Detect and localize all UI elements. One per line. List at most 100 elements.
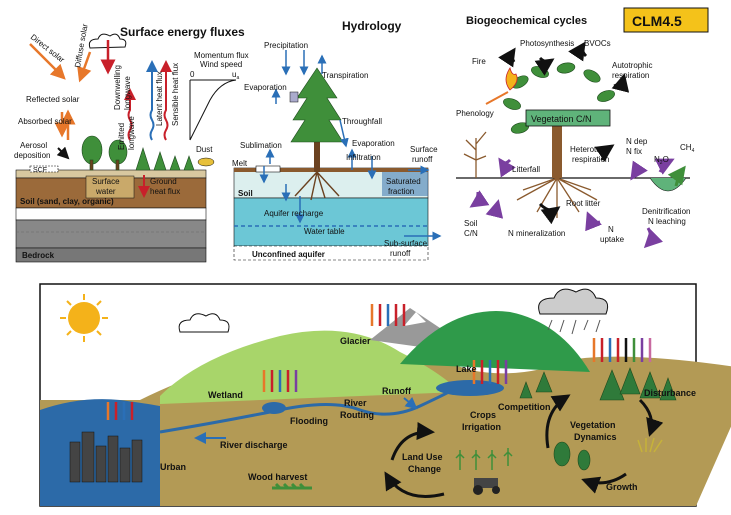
photosynthesis-label: Photosynthesis: [520, 39, 574, 48]
n-mineralization-label: N mineralization: [508, 229, 565, 238]
wind-zero-label: 0: [190, 70, 195, 79]
hydrology-panel: Hydrology Precipitation Transpiration: [232, 19, 442, 261]
downwelling-label: Downwelling: [113, 65, 122, 110]
heterotrop-label-1: Heterotrop.: [570, 145, 610, 154]
ground-heat-label-2: heat flux: [150, 187, 180, 196]
aquifer-band: [233, 197, 429, 247]
cloud-left-icon: [178, 313, 230, 333]
sun-icon: [68, 302, 100, 334]
grass-icon: [637, 437, 663, 453]
n2o-label: N2O: [654, 155, 669, 166]
soil-cn-label-2: C/N: [464, 229, 478, 238]
rain-cloud-icon: [538, 288, 609, 315]
wood-harvest-label: Wood harvest: [248, 472, 307, 482]
flux-arrows-lake: [472, 360, 508, 384]
land-use-label-1: Land Use: [402, 452, 443, 462]
bgc-tree-icon: [503, 62, 615, 218]
aerosol-label-2: deposition: [14, 151, 50, 160]
bvocs-label: BVOCs: [584, 39, 611, 48]
tree-group: [81, 135, 195, 171]
n-dep-label: N dep: [626, 137, 648, 146]
rain-gauge-icon: [289, 91, 299, 103]
green-hill: [160, 330, 460, 404]
energy-panel: Surface energy fluxes SCF Surface water …: [14, 23, 249, 263]
clm-badge: [623, 7, 709, 33]
competition-label: Competition: [498, 402, 551, 412]
evaporation-ground-label: Evaporation: [352, 139, 395, 148]
root-litter-label: Root litter: [566, 199, 601, 208]
sensible-heat-label: Sensible heat flux: [171, 63, 180, 126]
fire-label: Fire: [472, 57, 486, 66]
surface-runoff-label-2: runoff: [412, 155, 433, 164]
downwelling-longwave-label: longwave: [123, 76, 132, 110]
surface-water-label-1: Surface: [92, 177, 120, 186]
infiltration-label: Infiltration: [346, 153, 381, 162]
surface-runoff-label-1: Surface: [410, 145, 438, 154]
land-use-label-2: Change: [408, 464, 441, 474]
saturated-label-1: Saturated: [386, 177, 421, 186]
reflected-solar-label: Reflected solar: [26, 95, 80, 104]
river-routing-label-1: River: [344, 398, 367, 408]
throughfall-label: Throughfall: [342, 117, 382, 126]
wetland-dip: [649, 177, 687, 192]
emitted-label: Emitted: [117, 123, 126, 150]
river-discharge-label: River discharge: [220, 440, 288, 450]
tractor-icon: [473, 478, 500, 495]
wetland-label: Wetland: [208, 390, 243, 400]
ua-label: ua: [232, 70, 239, 81]
city-icon: [69, 431, 143, 483]
ground-heat-label-1: Ground: [150, 177, 177, 186]
dust-label: Dust: [196, 145, 213, 154]
lake-label: Lake: [456, 364, 477, 374]
bgc-panel: Biogeochemical cycles CLM4.5 Vegetation …: [456, 7, 709, 249]
autotrophic-label-1: Autotrophic: [612, 61, 652, 70]
surface-water-label-2: water: [95, 187, 116, 196]
disturbance-label: Disturbance: [644, 388, 696, 398]
vegetation-cn-label: Vegetation C/N: [531, 114, 592, 124]
mountain-green: [400, 311, 590, 372]
flux-arrows-glacier: [370, 304, 406, 326]
lake: [436, 380, 504, 396]
landscape-panel: Glacier Lake Wetland Runoff River Routin…: [39, 283, 731, 507]
ch4-label: CH4: [680, 143, 695, 154]
river: [159, 384, 461, 434]
water-table-label: Water table: [304, 227, 345, 236]
hydro-soil-label: Soil: [238, 189, 253, 198]
flux-arrows-ocean: [106, 402, 134, 420]
aquifer-recharge-label: Aquifer recharge: [264, 209, 324, 218]
soil-label: Soil (sand, clay, organic): [20, 197, 114, 206]
transpiration-label: Transpiration: [322, 71, 368, 80]
soil-cn-label-1: Soil: [464, 219, 478, 228]
flux-arrows-forest: [592, 338, 652, 362]
runoff-label: Runoff: [382, 386, 412, 396]
precipitation-label: Precipitation: [264, 41, 308, 50]
scf-label: SCF: [33, 167, 47, 174]
denitrification-label-1: Denitrification: [642, 207, 690, 216]
vegetation-cn-box: [525, 109, 611, 127]
phenology-icon: [463, 131, 487, 178]
subsurface-runoff-label-1: Sub-surface: [384, 239, 428, 248]
fire-icon: [505, 67, 518, 91]
bgc-title: Biogeochemical cycles: [466, 15, 587, 27]
unconfined-aquifer-label: Unconfined aquifer: [252, 250, 325, 259]
dust-icon: [197, 157, 215, 167]
momentum-flux-label: Momentum flux: [194, 51, 249, 60]
bedrock-layer: [15, 247, 207, 263]
crops-label-1: Crops: [470, 410, 496, 420]
forest-icon: [519, 367, 677, 471]
n-fix-label: N fix: [626, 147, 642, 156]
deep-soil: [15, 219, 207, 249]
aerosol-label-1: Aerosol: [20, 141, 47, 150]
n-uptake-label-2: uptake: [600, 235, 625, 244]
hydro-tree-icon: [290, 67, 344, 201]
vegetation-dynamics-label-2: Dynamics: [574, 432, 617, 442]
vegetation-dynamics-label-1: Vegetation: [570, 420, 616, 430]
absorbed-solar-label: Absorbed solar: [18, 117, 72, 126]
wind-profile: [189, 79, 237, 141]
hydrology-title: Hydrology: [342, 19, 402, 33]
latent-heat-label: Latent heat flux: [155, 71, 164, 126]
crops-label-2: Irrigation: [462, 422, 501, 432]
subsurface-runoff-label-2: runoff: [390, 249, 411, 258]
saturated-label-2: fraction: [388, 187, 414, 196]
